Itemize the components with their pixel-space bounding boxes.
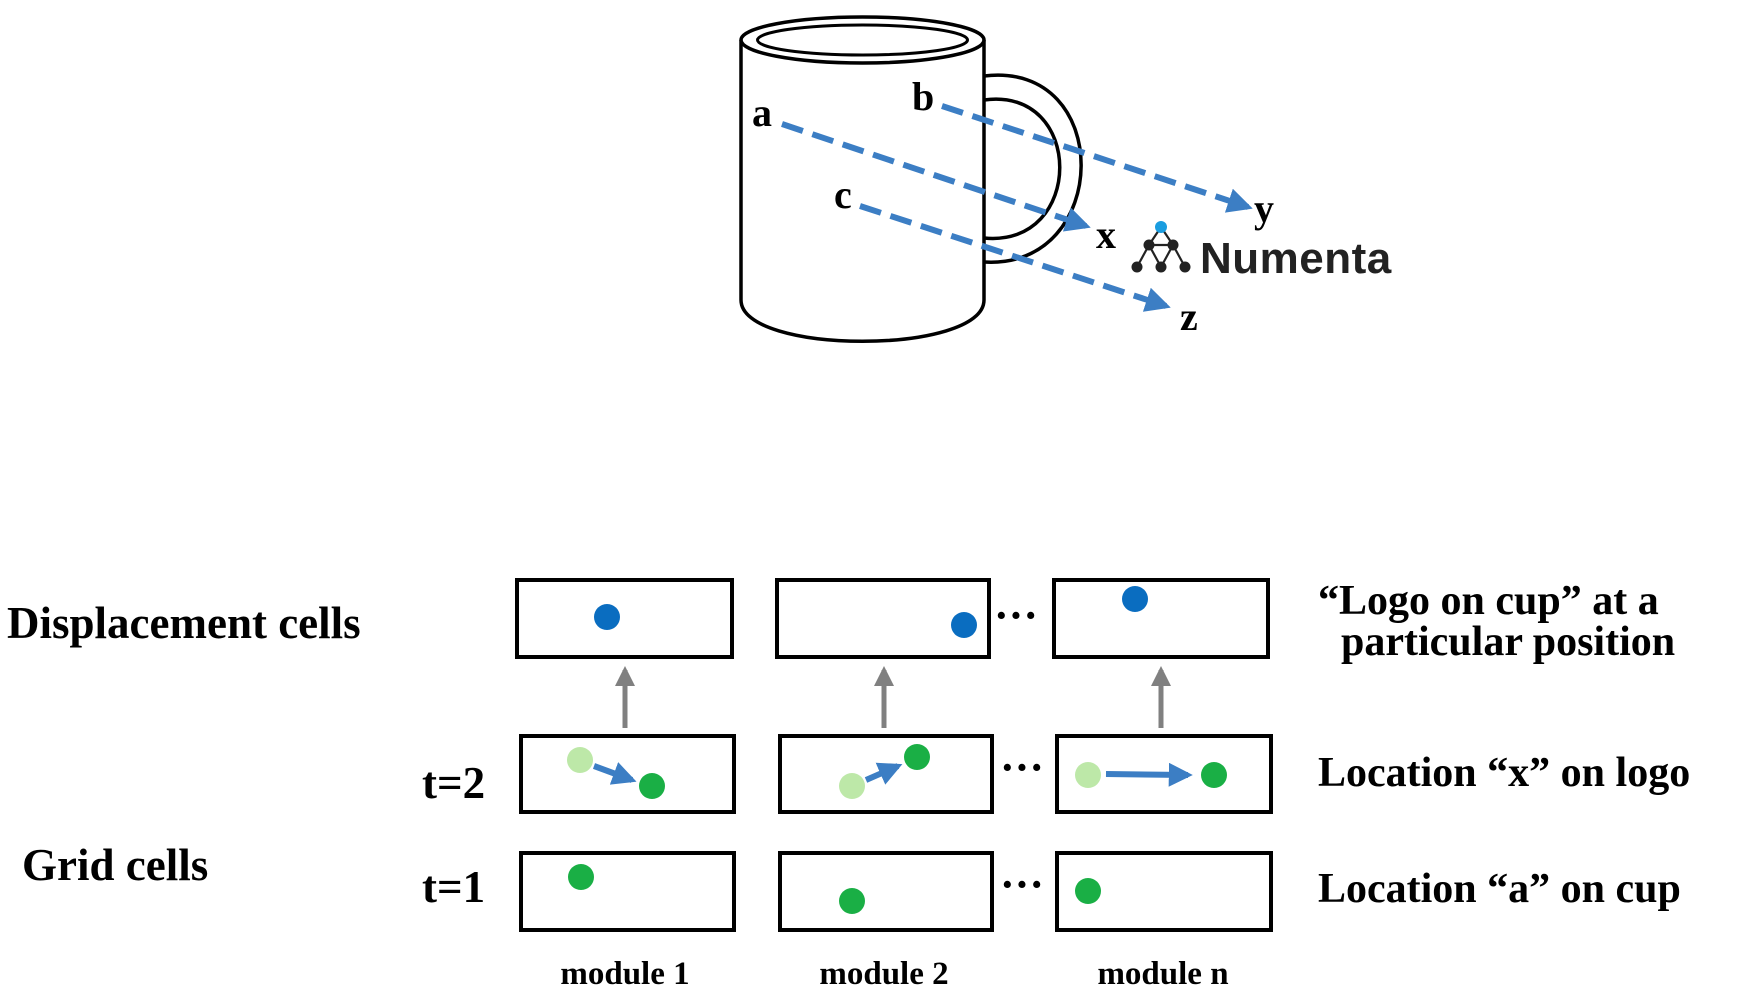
grid-cells-label: Grid cells: [22, 840, 208, 890]
time-label-t2: t=2: [422, 758, 485, 808]
shift-arrow-module-n: [1105, 762, 1193, 787]
grid-t1-dots: [568, 864, 1101, 914]
faded-dot-module-n: [1075, 762, 1101, 788]
grid-t2-dots: [567, 744, 1227, 799]
cup-body: [739, 40, 986, 343]
grid-t1-dot-module-1: [568, 864, 594, 890]
ellipsis-t2-row: ···: [1000, 743, 1044, 792]
label-x: x: [1096, 212, 1116, 257]
arrow-b-to-y: [941, 103, 1253, 213]
label-c: c: [834, 172, 852, 217]
module-ellipses: ··· ··· ···: [994, 591, 1044, 909]
faded-dot-module-2: [839, 773, 865, 799]
ellipsis-t1-row: ···: [1000, 860, 1044, 909]
cup-handle-outer: [983, 73, 1083, 264]
grid-dot-module-1: [639, 773, 665, 799]
faded-dot-module-1: [567, 747, 593, 773]
ellipsis-displacement-row: ···: [994, 591, 1038, 640]
cup-rim-inner: [756, 23, 969, 57]
cup-drawing: [739, 15, 1083, 343]
cup-displacement-arrows: [781, 103, 1253, 312]
grid-t2-box-module-1: [519, 734, 736, 814]
arrow-a-to-x: [781, 121, 1091, 232]
label-b: b: [912, 74, 934, 119]
label-y: y: [1254, 186, 1274, 231]
cup-handle-inner: [983, 97, 1062, 241]
displacement-box-module-n: [1052, 578, 1270, 659]
description-displacement-line1: “Logo on cup” at a: [1318, 578, 1659, 624]
label-z: z: [1180, 294, 1198, 339]
module-boxes: [515, 578, 1273, 932]
description-displacement-line2: particular position: [1341, 619, 1675, 665]
displacement-dot-module-n: [1122, 586, 1148, 612]
row-descriptions: “Logo on cup” at a particular position L…: [1318, 578, 1690, 912]
up-arrows: [615, 666, 1171, 728]
cup-point-labels: a b c x y z: [752, 74, 1274, 339]
shift-arrow-module-2: [864, 762, 903, 785]
displacement-dots: [594, 586, 1148, 638]
grid-dot-module-n: [1201, 762, 1227, 788]
numenta-logo-mark-icon: [1131, 221, 1191, 273]
displacement-cells-label: Displacement cells: [7, 598, 361, 648]
description-location-x: Location “x” on logo: [1318, 750, 1690, 796]
displacement-box-module-1: [515, 578, 734, 659]
label-a: a: [752, 90, 772, 135]
grid-t1-box-module-2: [778, 851, 994, 932]
module-name-n: module n: [1097, 956, 1228, 992]
row-labels: Displacement cells Grid cells t=2 t=1: [7, 598, 485, 912]
grid-t1-box-module-1: [519, 851, 736, 932]
module-names: module 1 module 2 module n: [560, 956, 1228, 992]
displacement-dot-module-1: [594, 604, 620, 630]
shift-arrow-module-1: [592, 762, 637, 785]
time-label-t1: t=1: [422, 862, 485, 912]
module-name-1: module 1: [560, 956, 689, 992]
displacement-dot-module-2: [951, 612, 977, 638]
grid-t1-dot-module-n: [1075, 878, 1101, 904]
description-location-a: Location “a” on cup: [1318, 866, 1681, 912]
module-name-2: module 2: [819, 956, 948, 992]
numenta-logo-text: Numenta: [1200, 234, 1392, 283]
grid-t1-dot-module-2: [839, 888, 865, 914]
arrow-c-to-z: [859, 203, 1171, 312]
numenta-logo: Numenta: [1131, 221, 1392, 283]
grid-dot-module-2: [904, 744, 930, 770]
